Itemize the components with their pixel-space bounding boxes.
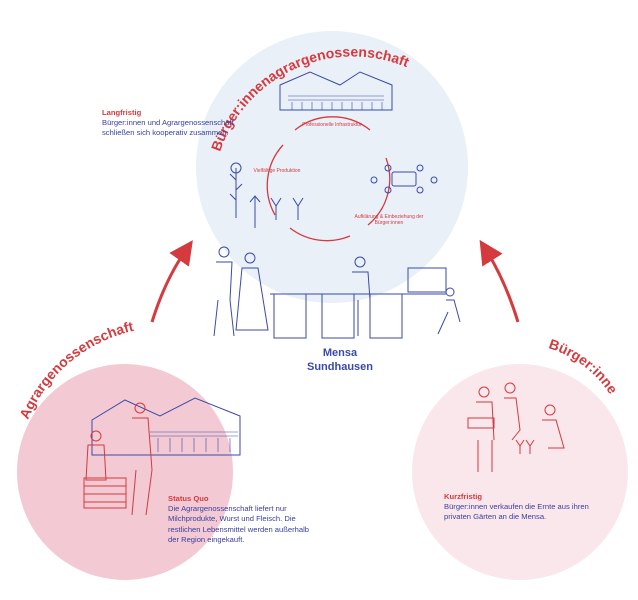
top-circle (196, 31, 468, 303)
mensa-illustration (213, 246, 461, 339)
barn-icon-left (91, 397, 241, 456)
mensa-line2: Sundhausen (306, 361, 373, 373)
cycle-label-infrastruktur: Professionelle Infrastruktur (302, 122, 362, 128)
mensa-line1: Mensa (322, 347, 358, 359)
arrow-right-icon (479, 239, 520, 323)
langfristig-body: Bürger:innen und Agrargenossenschaft sch… (102, 118, 234, 138)
status-quo-body: Die Agrargenossenschaft liefert nur Milc… (168, 504, 309, 544)
right-circle (412, 364, 628, 580)
status-quo-heading: Status Quo (168, 494, 209, 503)
farmers-illustration (83, 402, 153, 516)
kurzfristig-block: Kurzfristig Bürger:innen verkaufen die E… (444, 492, 604, 523)
cycle-ring (266, 116, 391, 242)
mensa-label: Mensa Sundhausen (300, 346, 380, 374)
cycle-label-produktion: Vielfältige Produktion (253, 168, 301, 174)
left-circle (17, 364, 233, 580)
barn-icon-top (279, 71, 393, 111)
gardeners-illustration (467, 382, 565, 472)
kurzfristig-heading: Kurzfristig (444, 492, 482, 501)
plants-icon (229, 162, 304, 228)
meeting-table-icon (370, 164, 438, 194)
cycle-label-aufklaerung: Aufklärung & Einbeziehung der Bürger:inn… (354, 214, 424, 226)
langfristig-heading: Langfristig (102, 108, 142, 117)
kurzfristig-body: Bürger:innen verkaufen die Ernte aus ihr… (444, 502, 589, 522)
arrow-left-icon (150, 240, 193, 323)
langfristig-block: Langfristig Bürger:innen und Agrargenoss… (102, 108, 262, 139)
status-quo-block: Status Quo Die Agrargenossenschaft liefe… (168, 494, 318, 545)
